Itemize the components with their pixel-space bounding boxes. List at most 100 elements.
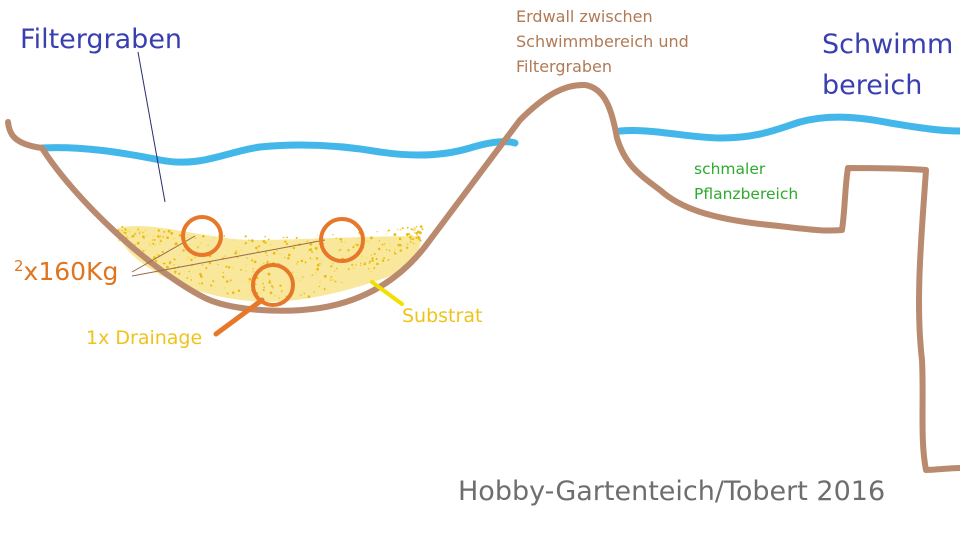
- sand-grain: [388, 243, 391, 246]
- sand-grain: [362, 261, 365, 265]
- sand-grain: [190, 279, 193, 281]
- sand-grain: [355, 243, 358, 245]
- sand-grain: [309, 248, 313, 251]
- sand-grain: [235, 250, 238, 252]
- sand-grain: [393, 247, 396, 251]
- sand-grain: [207, 288, 209, 291]
- weight-text: x160Kg: [23, 257, 119, 286]
- sand-grain: [178, 233, 182, 237]
- sand-grain: [311, 251, 314, 253]
- drainage-label: 1x Drainage: [86, 327, 203, 349]
- sand-grain: [412, 228, 415, 232]
- sand-grain: [386, 233, 388, 235]
- sand-grain: [373, 252, 376, 255]
- sand-grain: [206, 240, 209, 242]
- sand-grain: [316, 267, 320, 271]
- sand-grain: [272, 286, 274, 289]
- sand-grain: [187, 255, 190, 259]
- schwimmbereich-line-1: Schwimm: [822, 29, 954, 60]
- sand-grain: [318, 280, 322, 284]
- sand-grain: [330, 279, 332, 281]
- sand-grain: [199, 283, 202, 286]
- sand-grain: [368, 260, 372, 263]
- sand-grain: [146, 233, 149, 237]
- sand-grain: [252, 271, 254, 273]
- sand-grain: [329, 276, 332, 280]
- sand-grain: [415, 226, 418, 228]
- sand-grain: [240, 268, 243, 271]
- sand-grain: [192, 256, 195, 259]
- sand-grain: [188, 270, 191, 273]
- sand-grain: [369, 236, 373, 240]
- sand-grain: [134, 243, 137, 246]
- sand-grain: [169, 270, 171, 272]
- sand-grain: [316, 234, 319, 236]
- sand-grain: [371, 257, 374, 260]
- sand-grain: [225, 265, 228, 268]
- sand-grain: [236, 256, 239, 259]
- sand-grain: [376, 231, 378, 233]
- sand-grain: [268, 279, 271, 282]
- sand-grain: [224, 255, 226, 257]
- sand-grain: [264, 241, 267, 244]
- sand-grain: [416, 234, 419, 237]
- sand-grain: [264, 235, 266, 238]
- sand-grain: [262, 278, 265, 281]
- sand-grain: [314, 239, 318, 242]
- sand-grain: [335, 267, 338, 270]
- sand-grain: [369, 269, 373, 273]
- sand-grain: [302, 276, 304, 278]
- sand-grain: [190, 258, 193, 262]
- sand-grain: [407, 243, 409, 245]
- drainage-pipe: [251, 263, 295, 307]
- sand-grain: [408, 233, 411, 236]
- weight-label: 2x160Kg: [14, 257, 119, 287]
- sand-grain: [142, 231, 144, 234]
- sand-grain: [185, 258, 189, 261]
- sand-grain: [153, 235, 156, 237]
- erdwall-line-1: Erdwall zwischen: [516, 7, 653, 26]
- drainage-arrow: [213, 297, 265, 337]
- sand-grain: [227, 249, 229, 252]
- sand-grain: [197, 281, 199, 284]
- sand-grain: [222, 275, 225, 279]
- sand-grain: [148, 244, 152, 248]
- sand-grain: [240, 248, 243, 251]
- sand-grain: [231, 267, 235, 270]
- sand-grain: [330, 265, 333, 268]
- sand-grain: [269, 291, 273, 295]
- sand-grain: [144, 229, 147, 233]
- sand-grain: [260, 263, 263, 266]
- sand-grain: [262, 288, 265, 292]
- sand-grain: [238, 251, 241, 254]
- sand-grain: [174, 258, 176, 261]
- sand-grain: [388, 249, 391, 252]
- sand-grain: [388, 229, 391, 232]
- sand-grain: [314, 246, 318, 250]
- sand-grain: [377, 247, 381, 251]
- sand-grain: [287, 253, 291, 257]
- sand-grain: [208, 261, 212, 265]
- heavy-pipe-right: [319, 217, 365, 263]
- sand-grain: [212, 280, 215, 283]
- sand-grain: [252, 268, 254, 270]
- sand-grain: [289, 246, 293, 250]
- erdwall-line-2: Schwimmbereich und: [516, 32, 689, 51]
- sand-grain: [231, 291, 235, 294]
- sand-grain: [383, 257, 386, 260]
- sand-grain: [127, 236, 130, 239]
- sand-grain: [253, 260, 257, 264]
- sand-grain: [335, 237, 337, 239]
- sand-grain: [199, 241, 203, 245]
- sand-grain: [292, 246, 296, 250]
- sand-grain: [119, 228, 121, 230]
- sand-grain: [360, 264, 362, 266]
- sand-grain: [300, 294, 302, 296]
- sand-grain: [413, 242, 415, 244]
- sand-grain: [243, 281, 246, 284]
- sand-grain: [410, 238, 413, 241]
- sand-grain: [152, 242, 155, 245]
- sand-grain: [295, 276, 298, 280]
- sand-grain: [365, 256, 368, 259]
- sand-grain: [137, 228, 140, 231]
